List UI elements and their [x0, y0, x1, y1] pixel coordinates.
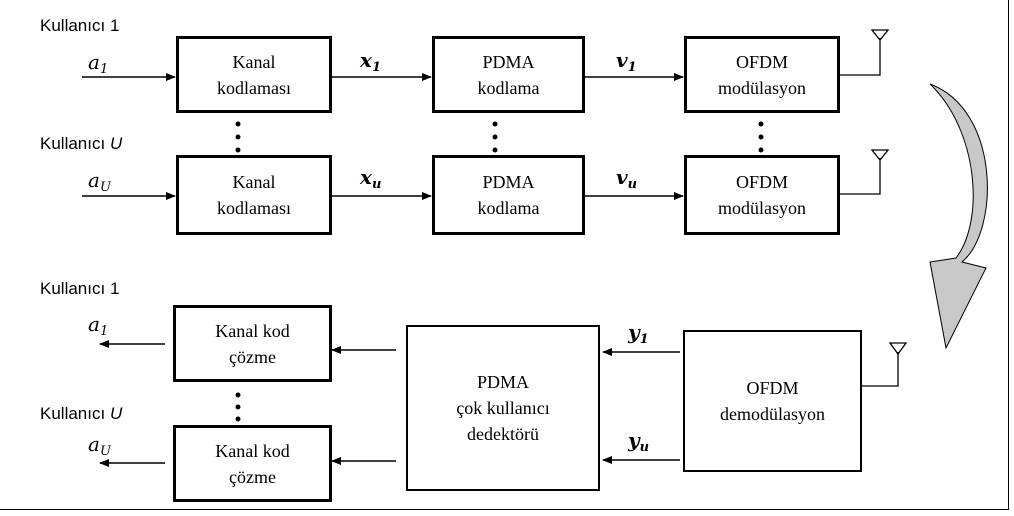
tx-input-aU: aU — [88, 168, 111, 195]
signal-yu-label: yu — [628, 428, 650, 455]
tx-antenna-U — [840, 149, 890, 195]
signal-x1-label: x1 — [360, 48, 381, 75]
tx-userU-label: Kullanıcı U — [40, 134, 123, 153]
signal-vu-label: vu — [616, 165, 638, 192]
rx-userU-label: Kullanıcı U — [40, 404, 123, 423]
ellipsis-dots-rx — [235, 392, 241, 422]
ofdm-demodulation-box: OFDM demodülasyon — [683, 330, 862, 472]
ofdm-modulation-box-1: OFDM modülasyon — [684, 36, 840, 113]
pdma-coding-box-U: PDMA kodlama — [432, 155, 585, 235]
rx-antenna — [862, 342, 908, 387]
pdma-coding-box-1: PDMA kodlama — [432, 36, 585, 113]
tx-antenna-1 — [840, 29, 890, 76]
tx-input-a1: a1 — [88, 50, 109, 77]
channel-decoding-box-1: Kanal kod çözme — [173, 305, 332, 382]
rx-output-aU: aU — [88, 432, 111, 459]
rx-user1-label: Kullanıcı 1 — [40, 279, 120, 298]
ofdm-modulation-box-U: OFDM modülasyon — [684, 155, 840, 235]
pdma-multiuser-detector-box: PDMA çok kullanıcı dedektörü — [406, 325, 600, 491]
channel-coding-box-1: Kanal kodlaması — [176, 36, 332, 113]
channel-decoding-box-U: Kanal kod çözme — [173, 425, 332, 502]
ellipsis-dots-tx — [235, 121, 764, 153]
curved-channel-arrow — [929, 83, 988, 350]
tx-user1-label: Kullanıcı 1 — [40, 16, 120, 35]
channel-coding-box-U: Kanal kodlaması — [176, 155, 332, 235]
rx-output-a1: a1 — [88, 312, 109, 339]
signal-y1-label: y1 — [628, 320, 649, 347]
signal-xu-label: xu — [360, 165, 382, 192]
signal-v1-label: v1 — [616, 48, 637, 75]
